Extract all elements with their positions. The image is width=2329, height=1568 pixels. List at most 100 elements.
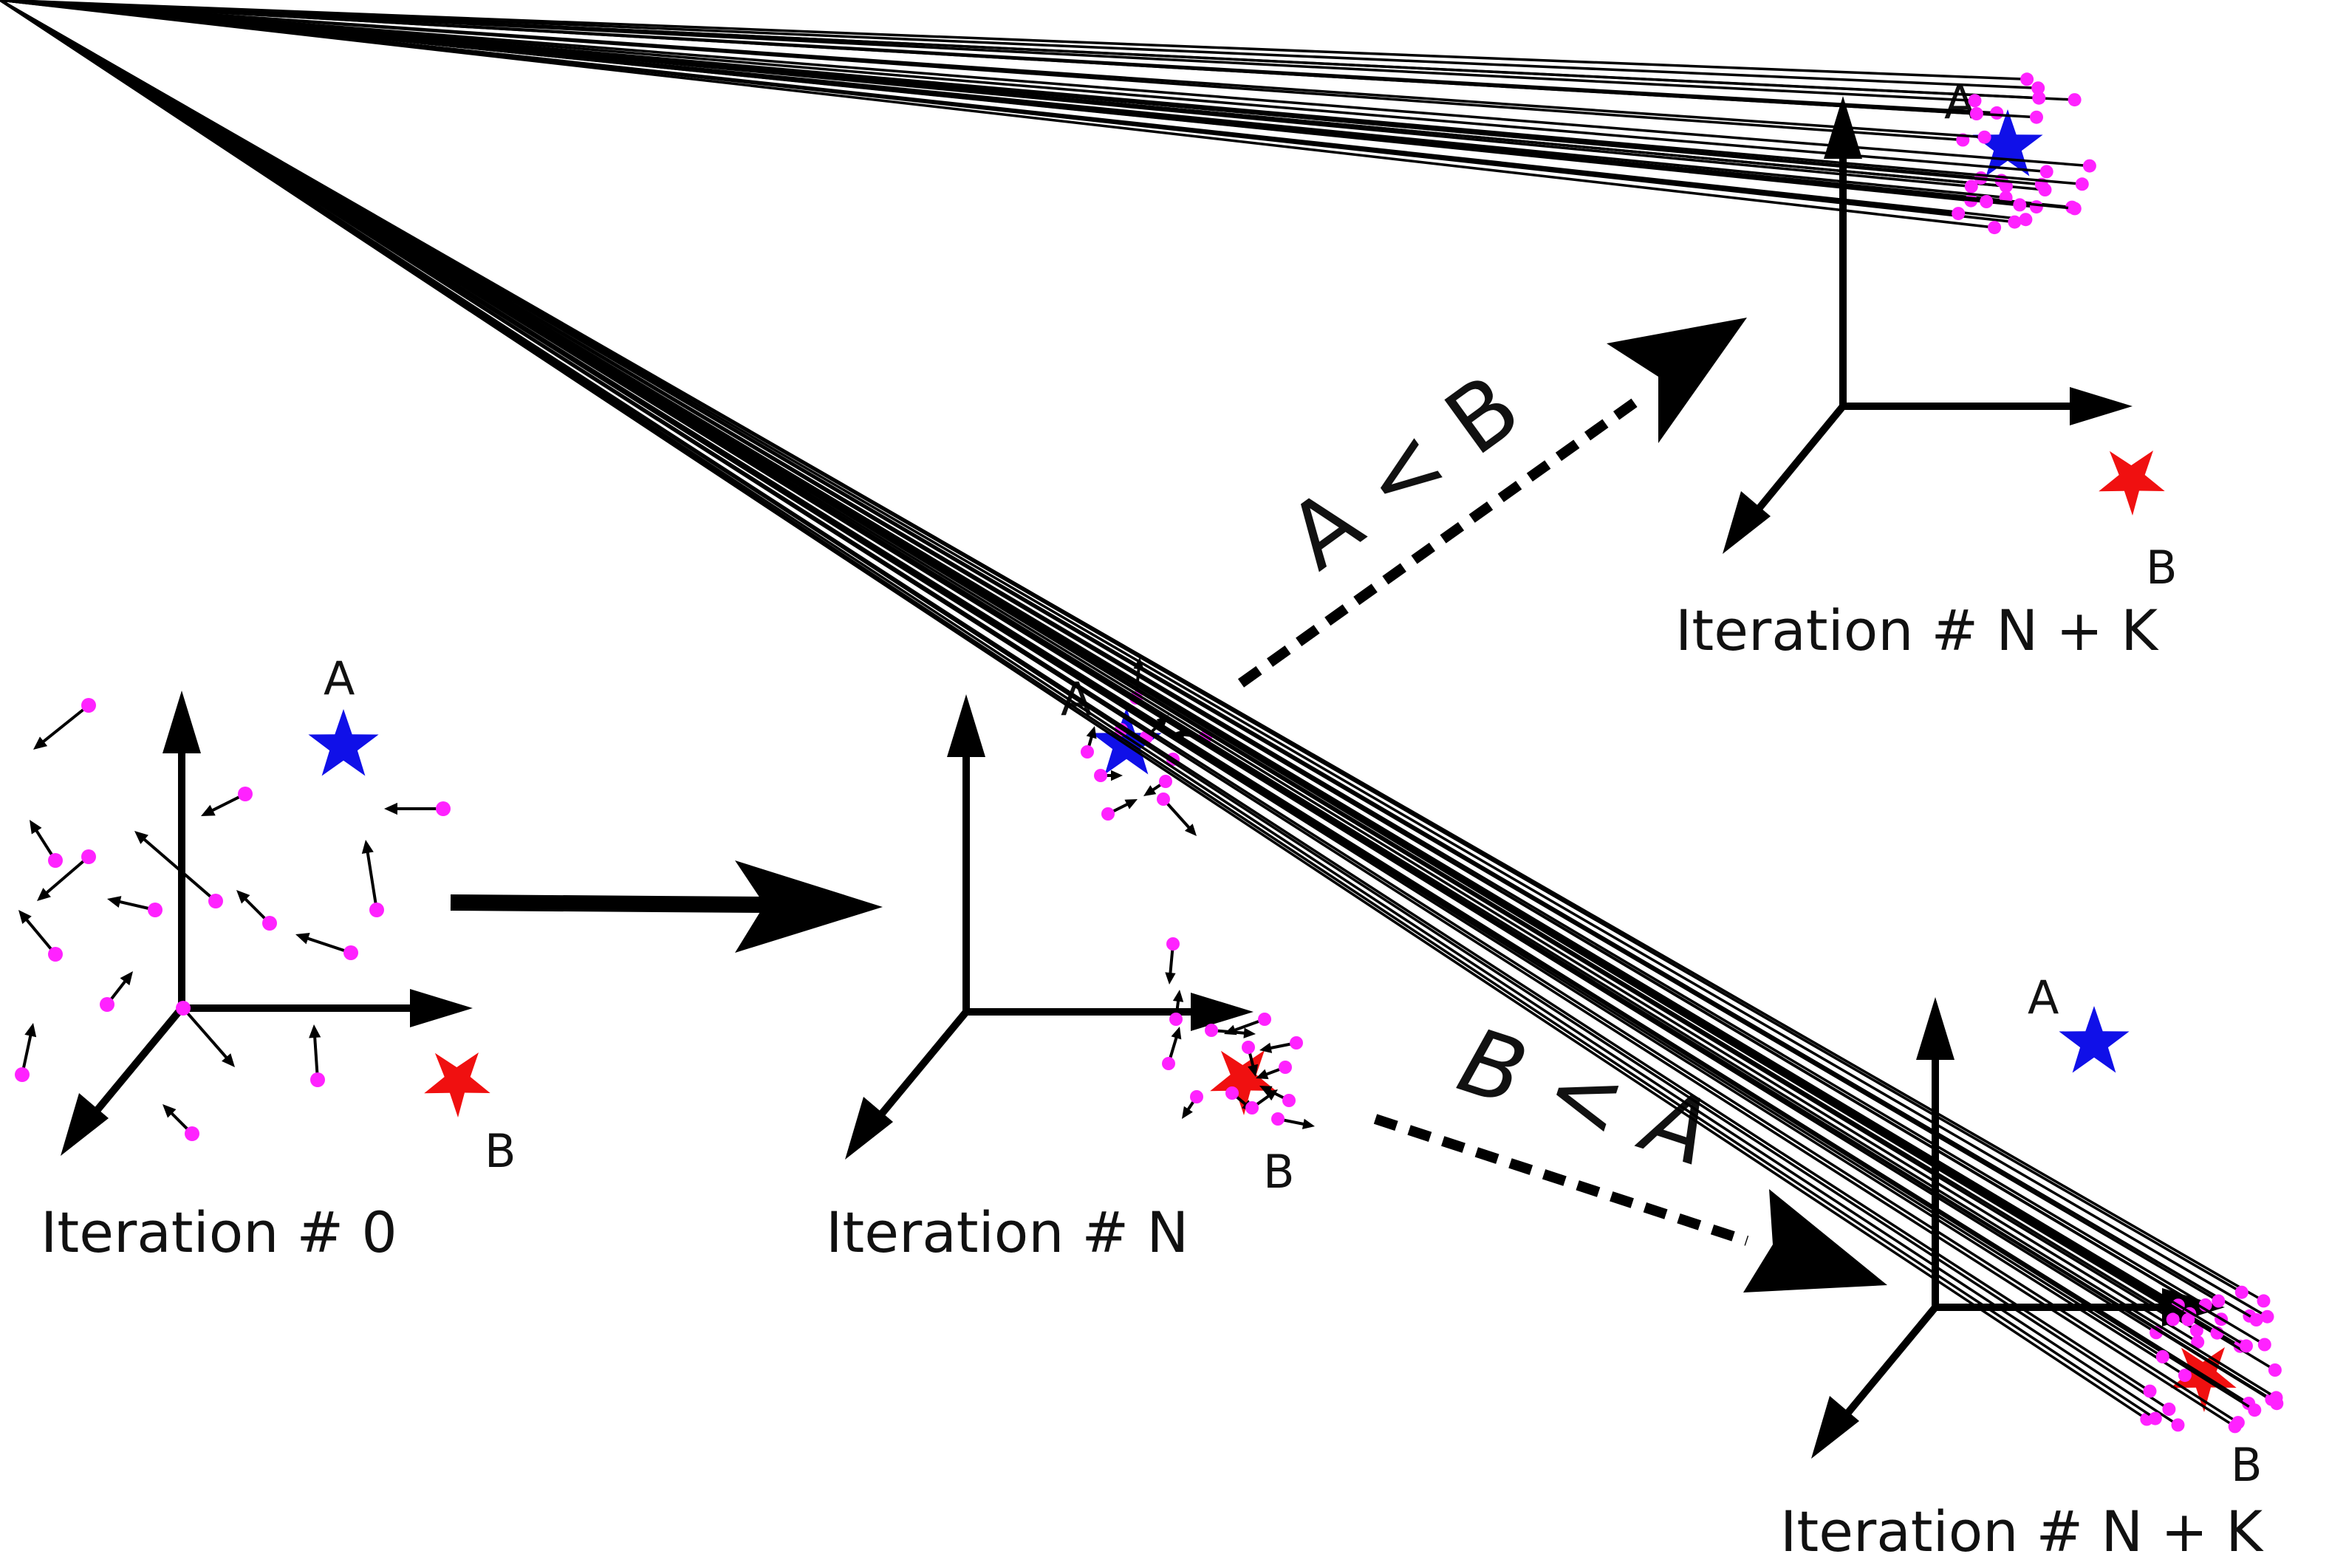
- velocity-arrow: [21, 1030, 33, 1075]
- velocity-arrowhead: [2201, 0, 2219, 1]
- particle: [2008, 215, 2022, 229]
- velocity-arrow: [0, 0, 2082, 186]
- velocity-arrowhead: [1243, 1027, 1256, 1038]
- particle: [100, 997, 114, 1012]
- velocity-arrow: [0, 0, 2236, 1428]
- particle: [1094, 769, 1107, 782]
- particle: [2148, 1411, 2162, 1425]
- transition-a-less-than-b: A < B: [1270, 355, 1539, 590]
- star-b-label: B: [485, 1124, 516, 1178]
- velocity-arrow: [0, 0, 2090, 168]
- caption-iteration-n: Iteration # N: [826, 1199, 1189, 1265]
- velocity-arrowhead: [1259, 1042, 1273, 1053]
- velocity-arrowhead: [1182, 1106, 1193, 1119]
- velocity-arrowhead: [1346, 0, 1358, 1]
- particle: [1159, 775, 1172, 788]
- particle: [343, 945, 358, 960]
- velocity-arrowhead: [178, 0, 319, 1]
- velocity-arrowhead: [201, 804, 216, 816]
- star-b: [2170, 1347, 2237, 1412]
- velocity-arrowhead: [98, 0, 141, 1]
- velocity-arrowhead: [120, 971, 133, 986]
- velocity-arrowhead: [384, 802, 397, 815]
- panel-iteration-nk-top: A B Iteration # N + K: [0, 0, 2178, 663]
- velocity-arrow: [0, 0, 2220, 1303]
- particle: [2212, 1294, 2226, 1308]
- velocity-arrow: [0, 0, 2243, 1294]
- velocity-arrowhead: [236, 890, 250, 904]
- panel-iteration-nk-bottom: A B Iteration # N + K: [0, 0, 2284, 1564]
- particle: [2181, 1312, 2195, 1326]
- velocity-arrowhead: [37, 888, 51, 901]
- particle: [1980, 195, 1994, 208]
- particle: [2162, 1403, 2176, 1416]
- particle: [436, 801, 451, 816]
- particle: [2257, 1338, 2271, 1352]
- velocity-arrow: [0, 0, 2277, 1399]
- particle: [2020, 72, 2034, 86]
- velocity-arrowhead: [107, 896, 122, 908]
- particles-iteration-n: [1081, 657, 1315, 1129]
- star-b: [1210, 1050, 1276, 1115]
- velocity-arrowhead: [117, 0, 148, 1]
- velocity-arrowhead: [1256, 1069, 1269, 1080]
- velocity-arrowhead: [1165, 972, 1176, 985]
- velocity-arrow: [0, 0, 2164, 1358]
- velocity-arrow: [0, 0, 2247, 1347]
- particle: [1952, 207, 1966, 221]
- velocity-arrowhead: [186, 0, 242, 1]
- particle: [2013, 198, 2027, 212]
- velocity-arrowhead: [1302, 1118, 1315, 1129]
- particle: [1081, 745, 1094, 759]
- velocity-arrowhead: [1143, 785, 1157, 796]
- star-a: [1972, 109, 2043, 177]
- particle: [2240, 1339, 2253, 1353]
- particle: [2032, 91, 2046, 105]
- particle: [2268, 1363, 2282, 1377]
- particle: [2082, 159, 2096, 173]
- velocity-arrowhead: [2065, 0, 2275, 1]
- velocity-arrowhead: [1124, 799, 1138, 809]
- velocity-arrow: [0, 0, 2047, 174]
- particle: [1969, 107, 1983, 120]
- velocity-arrow: [41, 855, 90, 897]
- particle: [48, 853, 63, 868]
- particle: [1205, 1024, 1218, 1037]
- velocity-arrowhead: [1171, 1027, 1182, 1040]
- velocity-arrowhead: [200, 0, 270, 1]
- particle: [238, 787, 253, 801]
- particle: [2075, 177, 2089, 191]
- particle: [2068, 202, 2082, 216]
- particle: [2019, 213, 2033, 227]
- particle: [81, 849, 96, 864]
- particle: [208, 894, 223, 908]
- particle: [2143, 1384, 2157, 1398]
- axes-iteration-nk-bottom: [1811, 997, 2225, 1459]
- velocity-arrow: [0, 0, 2039, 89]
- particle: [1988, 221, 2002, 235]
- particle: [2234, 1285, 2248, 1299]
- particle: [1964, 179, 1978, 194]
- particle: [176, 1001, 191, 1016]
- particle: [2257, 1294, 2271, 1308]
- particle: [2166, 1312, 2180, 1326]
- particle: [1242, 1041, 1255, 1054]
- particle: [2039, 165, 2053, 179]
- velocity-arrow: [22, 915, 57, 956]
- velocity-arrowhead: [295, 933, 310, 945]
- axes-iteration-nk-top: [1723, 96, 2133, 554]
- particle: [1166, 937, 1180, 951]
- velocity-arrowhead: [1403, 0, 2249, 1]
- particle: [1101, 807, 1115, 821]
- particle: [2178, 1369, 2192, 1383]
- velocity-arrowhead: [1357, 0, 1370, 1]
- velocity-arrow: [0, 0, 2151, 1393]
- star-b-label: B: [2146, 541, 2178, 595]
- velocity-arrowhead: [1224, 1024, 1237, 1035]
- velocity-arrow: [365, 847, 378, 911]
- particle: [2248, 1403, 2262, 1417]
- star-b-label: B: [1263, 1145, 1295, 1199]
- particle: [15, 1067, 30, 1082]
- particle: [2155, 1350, 2169, 1363]
- velocity-arrow: [0, 0, 1975, 103]
